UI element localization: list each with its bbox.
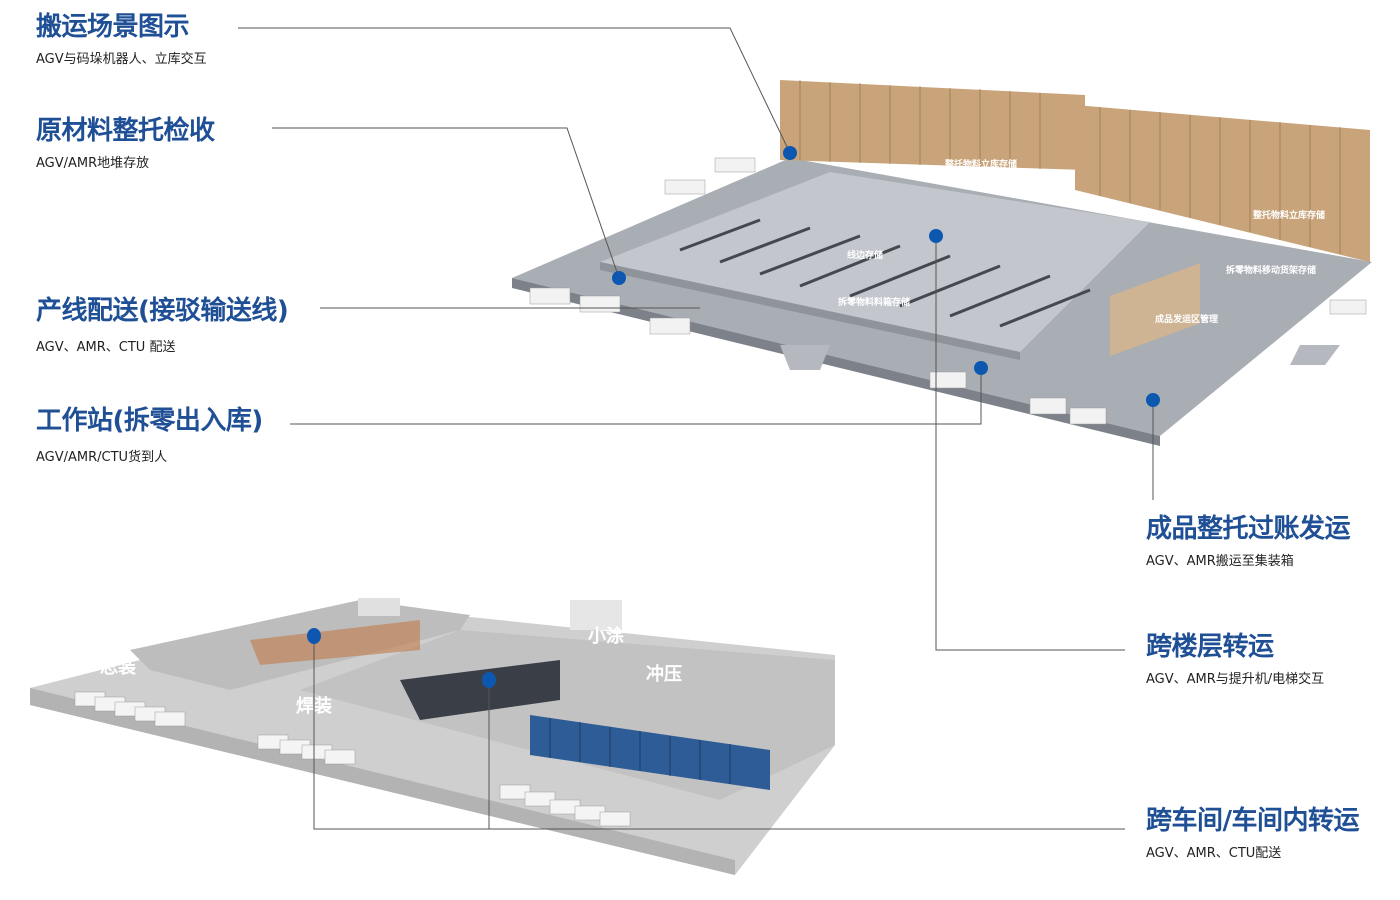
callout-raw-material: 原材料整托检收 AGV/AMR地堆存放 — [36, 116, 215, 171]
marker-dot[interactable] — [783, 146, 797, 160]
leader-lines — [238, 27, 1154, 830]
callout-title: 搬运场景图示 — [36, 12, 190, 42]
label-assembly: 总装 — [100, 656, 136, 678]
marker-dot[interactable] — [974, 361, 988, 375]
label-painting: 小涂 — [588, 625, 625, 647]
label-stamping: 冲压 — [646, 663, 682, 685]
label-mobile-rack: 拆零物料移动货架存储 — [1226, 264, 1316, 276]
marker-dot[interactable] — [1146, 393, 1160, 407]
warehouse-illustration: 整托物料立库存储 整托物料立库存储 线边存储 拆零物料料箱存储 拆零物料移动货架… — [512, 80, 1372, 446]
label-bin-storage: 拆零物料料箱存储 — [838, 296, 910, 308]
callout-line-delivery: 产线配送(接驳输送线) AGV、AMR、CTU 配送 — [36, 296, 289, 355]
marker-dot[interactable] — [612, 271, 626, 285]
callout-title: 成品整托过账发运 — [1146, 514, 1351, 544]
callout-cross-workshop: 跨车间/车间内转运 AGV、AMR、CTU配送 — [1146, 806, 1360, 861]
callout-title: 跨楼层转运 — [1146, 632, 1274, 662]
callout-workstation: 工作站(拆零出入库) AGV/AMR/CTU货到人 — [36, 406, 263, 465]
marker-dot[interactable] — [482, 672, 496, 688]
factory-illustration: 总装 焊装 小涂 冲压 — [30, 598, 835, 875]
callout-subtitle: AGV、AMR与提升机/电梯交互 — [1146, 672, 1325, 687]
callout-handling-scene: 搬运场景图示 AGV与码垛机器人、立库交互 — [36, 12, 207, 67]
marker-dot[interactable] — [929, 229, 943, 243]
callout-subtitle: AGV与码垛机器人、立库交互 — [36, 52, 207, 67]
callout-subtitle: AGV/AMR/CTU货到人 — [36, 450, 168, 465]
callout-title: 原材料整托检收 — [36, 116, 215, 146]
label-rack-storage-1: 整托物料立库存储 — [944, 158, 1017, 170]
marker-dot[interactable] — [307, 628, 321, 644]
callout-finished-goods: 成品整托过账发运 AGV、AMR搬运至集装箱 — [1146, 514, 1351, 569]
callout-subtitle: AGV、AMR、CTU配送 — [1146, 846, 1282, 861]
callout-cross-floor: 跨楼层转运 AGV、AMR与提升机/电梯交互 — [1146, 632, 1324, 687]
callout-title: 工作站(拆零出入库) — [36, 406, 263, 436]
callout-title: 产线配送(接驳输送线) — [36, 296, 289, 326]
callout-subtitle: AGV、AMR、CTU 配送 — [36, 340, 176, 355]
callout-subtitle: AGV、AMR搬运至集装箱 — [1146, 554, 1294, 569]
callout-title: 跨车间/车间内转运 — [1146, 806, 1360, 836]
label-shipping: 成品发运区管理 — [1155, 313, 1218, 325]
label-line-side: 线边存储 — [847, 249, 883, 261]
callout-subtitle: AGV/AMR地堆存放 — [36, 156, 150, 171]
label-rack-storage-2: 整托物料立库存储 — [1252, 209, 1325, 221]
